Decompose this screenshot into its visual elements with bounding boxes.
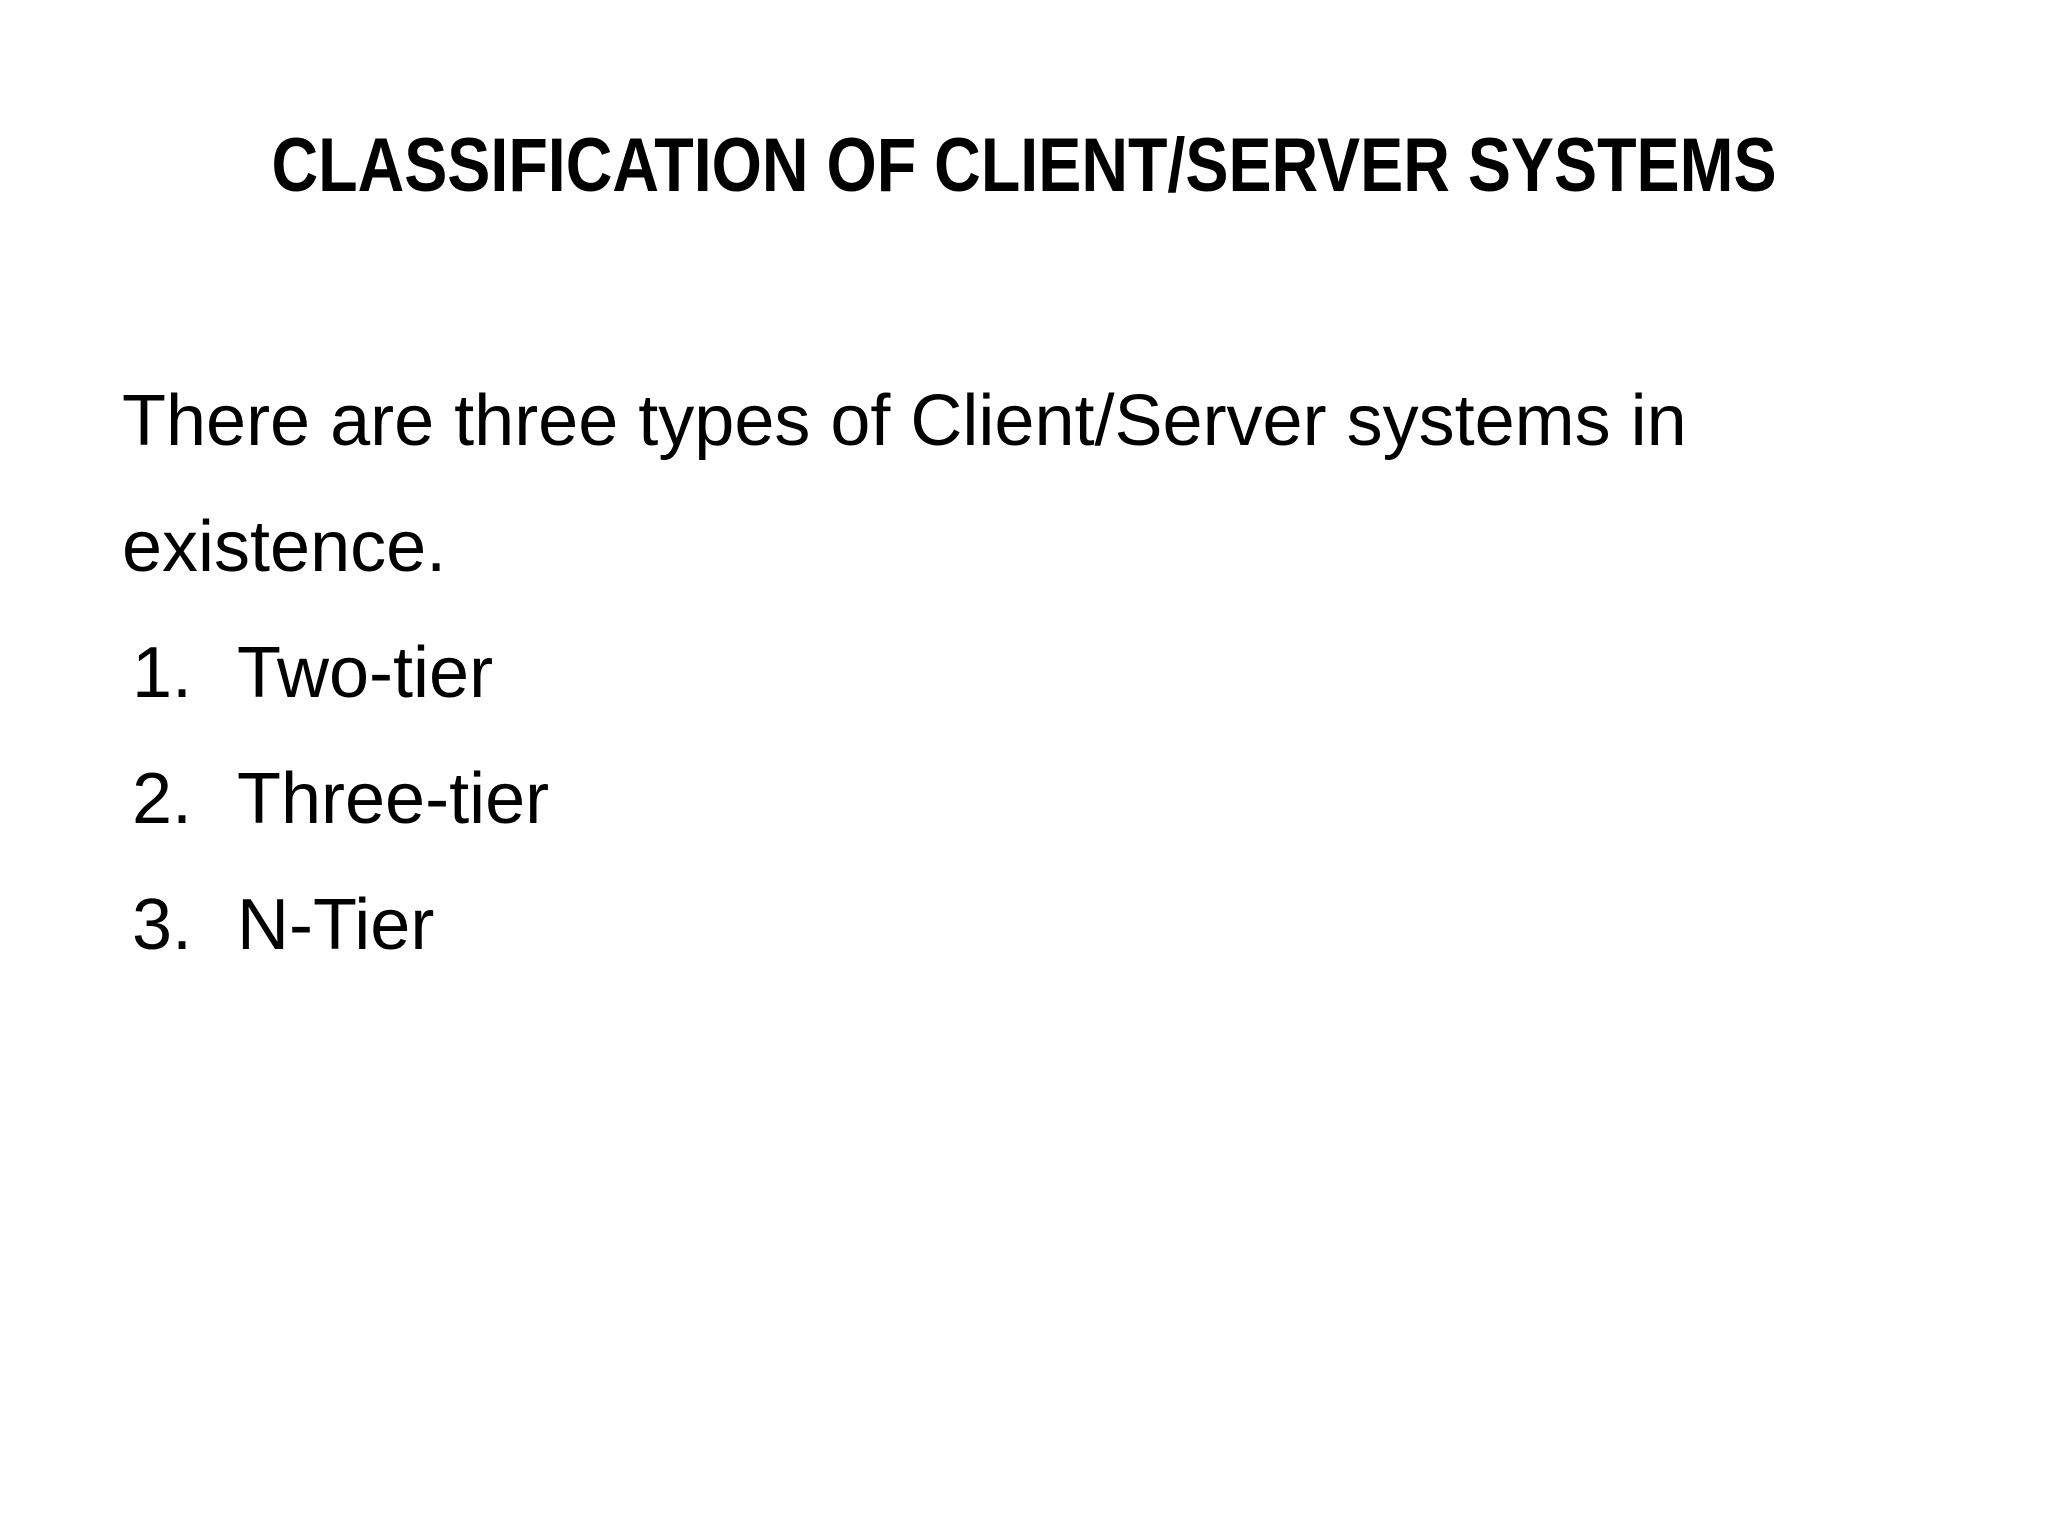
list-item: 1. Two-tier xyxy=(132,610,1942,736)
list-item-label: Two-tier xyxy=(237,633,494,713)
slide-body: There are three types of Client/Server s… xyxy=(122,358,1942,988)
list-item-number: 2. xyxy=(132,759,193,839)
list-item-label: Three-tier xyxy=(237,759,550,839)
list-item: 3. N-Tier xyxy=(132,862,1942,988)
paragraph-line-2: existence. xyxy=(122,507,447,587)
tier-list: 1. Two-tier 2. Three-tier 3. N-Tier xyxy=(122,610,1942,988)
list-item: 2. Three-tier xyxy=(132,736,1942,862)
list-item-number: 1. xyxy=(132,633,193,713)
slide-title: CLASSIFICATION OF CLIENT/SERVER SYSTEMS xyxy=(271,123,1777,208)
list-item-number: 3. xyxy=(132,885,193,965)
paragraph-line-1: There are three types of Client/Server s… xyxy=(122,381,1687,461)
list-item-label: N-Tier xyxy=(237,885,435,965)
